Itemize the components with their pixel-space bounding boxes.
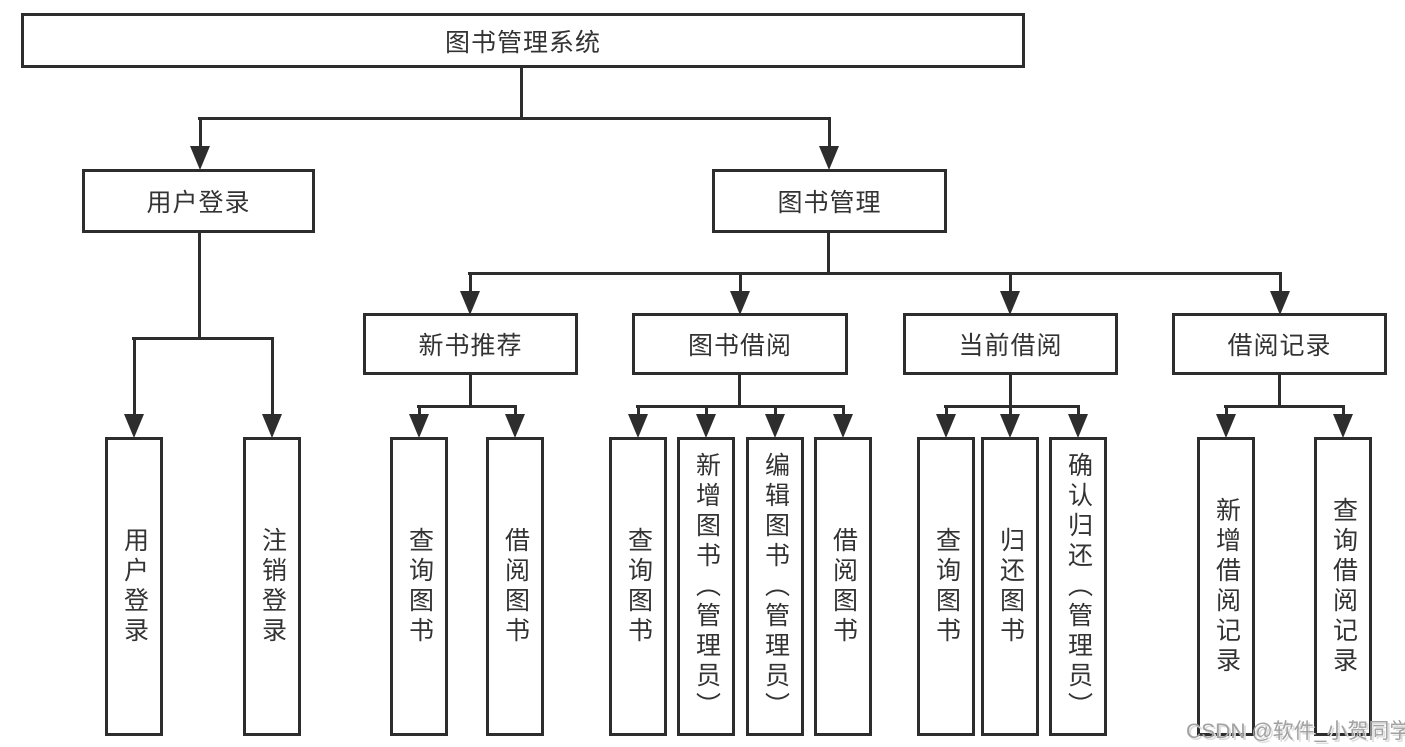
node-library-system: 图书管理系统 bbox=[21, 13, 1025, 68]
node-borrowing-records: 借阅记录 bbox=[1172, 313, 1387, 375]
node-label: 图书管理系统 bbox=[444, 28, 601, 57]
arrow-down-icon bbox=[505, 405, 525, 438]
leaf-edit-books-admin: 编辑图书（管理员） bbox=[746, 437, 804, 736]
leaf-logout-login: 注销登录 bbox=[243, 437, 301, 736]
arrow-down-icon bbox=[460, 272, 480, 315]
node-label: 查询图书 bbox=[932, 526, 961, 647]
arrow-down-icon bbox=[819, 117, 839, 170]
connector-records-stem bbox=[1278, 375, 1281, 407]
arrow-down-icon bbox=[628, 405, 648, 438]
node-label: 用户登录 bbox=[146, 189, 251, 217]
node-current-borrowing: 当前借阅 bbox=[903, 313, 1118, 375]
watermark-text: CSDN @软件_小贺同学 bbox=[1186, 720, 1405, 743]
node-label: 借阅记录 bbox=[1227, 332, 1332, 360]
connector-book-mgmt-stem bbox=[827, 233, 830, 275]
arrow-down-icon bbox=[409, 405, 429, 438]
connector-book-borrow-bus bbox=[636, 405, 845, 408]
node-label: 新书推荐 bbox=[418, 332, 523, 360]
node-label: 查询图书 bbox=[624, 526, 653, 647]
leaf-query-books-recommend: 查询图书 bbox=[390, 437, 448, 736]
leaf-add-books-admin: 新增图书（管理员） bbox=[677, 437, 735, 736]
node-label: 查询借阅记录 bbox=[1329, 496, 1358, 677]
node-label: 注销登录 bbox=[258, 526, 287, 647]
node-book-borrowing: 图书借阅 bbox=[632, 313, 848, 375]
connector-records-bus bbox=[1224, 405, 1345, 408]
node-label: 用户登录 bbox=[120, 526, 149, 647]
leaf-query-borrow-record: 查询借阅记录 bbox=[1314, 437, 1372, 736]
node-user-login: 用户登录 bbox=[82, 169, 315, 233]
leaf-query-books-current: 查询图书 bbox=[917, 437, 975, 736]
connector-new-books-bus bbox=[417, 405, 517, 408]
connector-current-borrow-stem bbox=[1009, 375, 1012, 407]
arrow-down-icon bbox=[262, 339, 282, 438]
arrow-down-icon bbox=[936, 405, 956, 438]
leaf-borrow-books-recommend: 借阅图书 bbox=[486, 437, 544, 736]
node-label: 图书借阅 bbox=[687, 332, 792, 360]
node-book-management: 图书管理 bbox=[712, 169, 947, 233]
node-label: 借阅图书 bbox=[829, 526, 858, 647]
node-label: 借阅图书 bbox=[501, 526, 530, 647]
connector-user-login-stem bbox=[198, 233, 201, 339]
arrow-down-icon bbox=[1000, 272, 1020, 315]
arrow-down-icon bbox=[1000, 405, 1020, 438]
node-label: 图书管理 bbox=[777, 189, 882, 217]
arrow-down-icon bbox=[1068, 405, 1088, 438]
arrow-down-icon bbox=[730, 272, 750, 315]
node-label: 当前借阅 bbox=[958, 332, 1063, 360]
leaf-borrow-books-borrowing: 借阅图书 bbox=[814, 437, 872, 736]
connector-book-borrow-stem bbox=[738, 375, 741, 407]
arrow-down-icon bbox=[124, 339, 144, 438]
connector-current-borrow-bus bbox=[944, 405, 1080, 408]
node-label: 归还图书 bbox=[996, 526, 1025, 647]
connector-level3-bus bbox=[468, 272, 1282, 275]
leaf-return-books: 归还图书 bbox=[981, 437, 1039, 736]
leaf-query-books-borrowing: 查询图书 bbox=[609, 437, 667, 736]
arrow-down-icon bbox=[833, 405, 853, 438]
connector-level2-bus bbox=[198, 117, 831, 120]
leaf-user-login: 用户登录 bbox=[105, 437, 163, 736]
node-new-book-recommendation: 新书推荐 bbox=[363, 313, 578, 375]
leaf-add-borrow-record: 新增借阅记录 bbox=[1197, 437, 1255, 736]
arrow-down-icon bbox=[190, 117, 210, 170]
node-label: 新增图书（管理员） bbox=[692, 451, 721, 722]
node-label: 确认归还（管理员） bbox=[1064, 451, 1093, 722]
node-label: 新增借阅记录 bbox=[1212, 496, 1241, 677]
node-label: 编辑图书（管理员） bbox=[761, 451, 790, 722]
arrow-down-icon bbox=[765, 405, 785, 438]
node-label: 查询图书 bbox=[405, 526, 434, 647]
connector-root-stem bbox=[520, 68, 523, 120]
leaf-confirm-return-admin: 确认归还（管理员） bbox=[1049, 437, 1107, 736]
arrow-down-icon bbox=[1216, 405, 1236, 438]
connector-user-login-bus bbox=[132, 337, 274, 340]
arrow-down-icon bbox=[1333, 405, 1353, 438]
arrow-down-icon bbox=[696, 405, 716, 438]
connector-new-books-stem bbox=[469, 375, 472, 407]
arrow-down-icon bbox=[1270, 272, 1290, 315]
